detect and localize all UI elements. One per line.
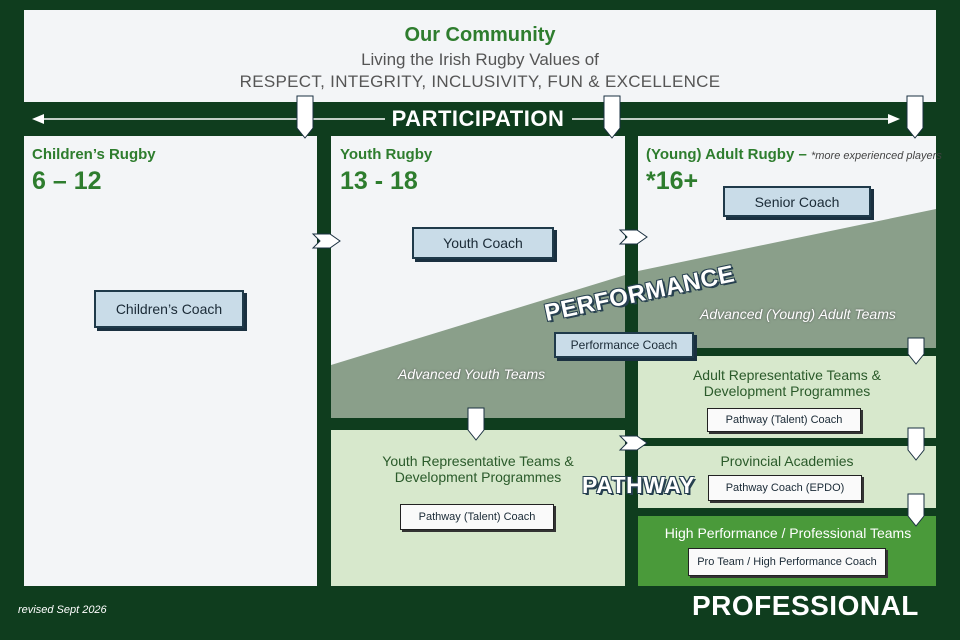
childrens-rugby-header: Children’s Rugby 6 – 12 xyxy=(32,146,156,196)
community-subtitle: Living the Irish Rugby Values of xyxy=(361,50,599,69)
professional-title: High Performance / Professional Teams xyxy=(664,525,912,541)
academies-title: Provincial Academies xyxy=(720,453,854,469)
professional-label: PROFESSIONAL xyxy=(692,590,919,621)
chevron-down-icon xyxy=(603,95,621,139)
community-title: Our Community xyxy=(404,24,556,46)
academies-coach-box: Pathway Coach (EPDO) xyxy=(708,475,862,501)
youth-pathway-coach-box: Pathway (Talent) Coach xyxy=(400,504,554,530)
childrens-coach-box: Children’s Coach xyxy=(94,290,244,328)
community-values: RESPECT, INTEGRITY, INCLUSIVITY, FUN & E… xyxy=(239,72,721,91)
adult-pathway-coach-box: Pathway (Talent) Coach xyxy=(707,408,861,432)
adult-rugby-name: (Young) Adult Rugby – xyxy=(646,146,807,163)
chevron-right-icon xyxy=(618,229,648,245)
youth-rep-title: Youth Representative Teams & Development… xyxy=(382,453,574,485)
adult-rep-title: Adult Representative Teams & Development… xyxy=(692,367,882,399)
advanced-adult-label: Advanced (Young) Adult Teams xyxy=(700,306,896,322)
advanced-youth-label: Advanced Youth Teams xyxy=(398,366,546,382)
adult-rugby-age: *16+ xyxy=(646,167,699,195)
youth-rugby-header: Youth Rugby 13 - 18 xyxy=(340,146,432,196)
chevron-down-icon xyxy=(467,407,485,441)
adult-rugby-header: (Young) Adult Rugby – *more experienced … xyxy=(646,146,942,196)
chevron-down-icon xyxy=(907,337,925,365)
chevron-right-icon xyxy=(311,233,341,249)
childrens-rugby-panel xyxy=(24,136,317,586)
chevron-down-icon xyxy=(907,493,925,527)
chevron-down-icon xyxy=(906,95,924,139)
community-banner: Our Community Living the Irish Rugby Val… xyxy=(24,10,936,102)
chevron-right-icon xyxy=(618,435,648,451)
revised-note: revised Sept 2026 xyxy=(18,604,107,616)
pathway-label: PATHWAY xyxy=(582,472,695,498)
professional-coach-box: Pro Team / High Performance Coach xyxy=(688,548,886,576)
childrens-rugby-name: Children’s Rugby xyxy=(32,146,156,163)
senior-coach-box: Senior Coach xyxy=(723,186,871,217)
chevron-down-icon xyxy=(296,95,314,139)
chevron-down-icon xyxy=(907,427,925,461)
adult-rugby-note: *more experienced players xyxy=(810,150,942,162)
youth-rugby-name: Youth Rugby xyxy=(340,146,433,163)
youth-coach-box: Youth Coach xyxy=(412,227,554,259)
youth-rugby-age: 13 - 18 xyxy=(340,167,418,195)
childrens-rugby-age: 6 – 12 xyxy=(32,167,102,195)
participation-label: PARTICIPATION xyxy=(390,104,566,134)
performance-coach-box: Performance Coach xyxy=(554,332,694,358)
